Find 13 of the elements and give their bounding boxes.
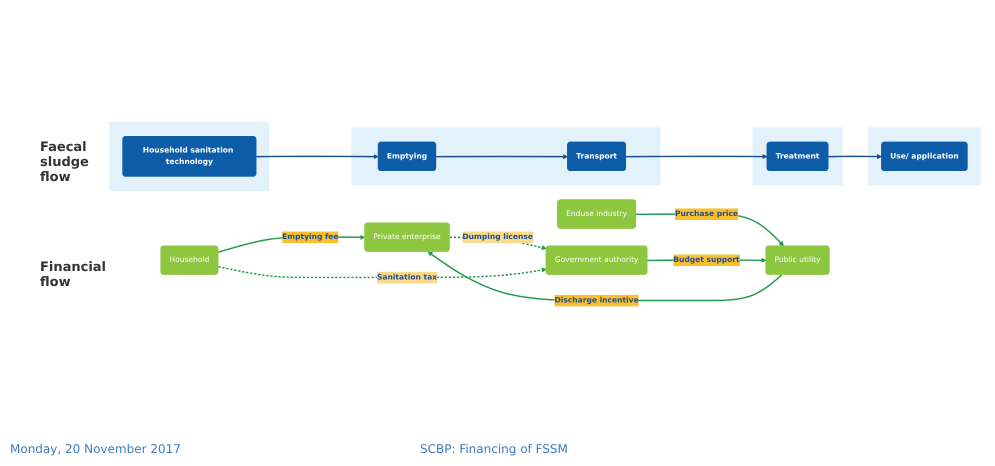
footer-date: Monday, 20 November 2017 xyxy=(10,442,181,456)
footer-title: SCBP: Financing of FSSM xyxy=(420,442,568,456)
arrow xyxy=(828,154,882,160)
cluster xyxy=(351,127,661,186)
arrow xyxy=(256,154,379,160)
arrow xyxy=(626,154,768,160)
cluster xyxy=(868,127,981,186)
row-label: Financial flow xyxy=(40,260,106,290)
arrow xyxy=(436,154,568,160)
arrow xyxy=(428,252,782,302)
row-label: Faecal sludge flow xyxy=(40,140,90,185)
cluster xyxy=(752,127,843,186)
cluster xyxy=(109,122,270,192)
